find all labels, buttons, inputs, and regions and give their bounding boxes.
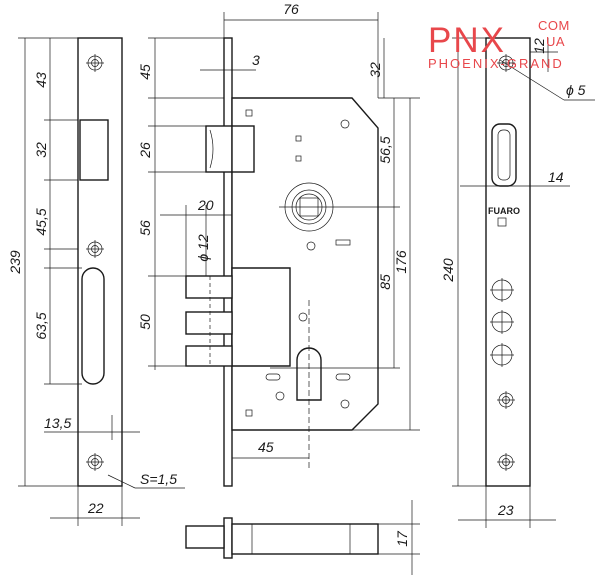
dim-latch-top: 45: [137, 64, 153, 80]
right-screw-bottom-icon: [497, 453, 515, 471]
body-faceplate: [223, 37, 233, 487]
bolt-1: [185, 275, 233, 299]
dim-left-thickness: S=1,5: [140, 471, 177, 487]
dim-left-seg4: 63,5: [33, 312, 49, 339]
spindle-hub-icon: [279, 182, 400, 232]
dim-spindle-offset: 56,5: [377, 136, 393, 163]
dim-bolt-offset: 56: [137, 220, 153, 236]
dim-body-width: 76: [283, 1, 299, 17]
right-faceplate-outline: [485, 37, 531, 487]
left-bolt-slot: [81, 267, 105, 385]
dim-latch-height: 26: [137, 142, 153, 159]
dim-left-seg1: 43: [33, 72, 49, 88]
bottom-bolt: [185, 525, 225, 549]
brand-tagline: PHOENIX-GRAND: [428, 56, 564, 71]
dim-case-height: 176: [393, 250, 409, 274]
product-mark: FUARO: [488, 206, 520, 216]
dim-left-seg2: 32: [33, 142, 49, 158]
dim-spindle-cylinder: 85: [377, 274, 393, 290]
dim-left-width: 22: [87, 500, 104, 516]
lock-body: [185, 37, 400, 487]
brand-top: COM: [538, 18, 570, 33]
right-bolt-hole-3-icon: [490, 343, 514, 367]
right-bolt-hole-1-icon: [490, 278, 514, 302]
left-faceplate-outline: [77, 37, 123, 487]
right-faceplate: FUARO: [485, 37, 531, 487]
dim-right-total: 240: [440, 258, 456, 283]
left-screw-top-icon: [86, 54, 104, 72]
right-dimensions: [452, 37, 595, 528]
bottom-view: [185, 500, 420, 575]
bottom-faceplate: [223, 517, 233, 559]
dim-pin-diameter: ϕ 12: [195, 234, 211, 261]
right-screw-mid-icon: [497, 391, 515, 409]
right-latch-window: [491, 123, 517, 187]
latch-housing: [231, 125, 255, 173]
left-screw-bottom-icon: [86, 453, 104, 471]
left-dimensions: [18, 37, 185, 526]
deadbolt-block: [231, 267, 291, 367]
dim-right-width: 23: [497, 502, 514, 518]
dim-right-hole: ϕ 5: [566, 82, 586, 98]
dim-left-offset: 13,5: [44, 415, 71, 431]
left-screw-middle-icon: [86, 240, 104, 258]
brand-sub: UA: [546, 34, 565, 49]
dim-plate-thickness: 3: [252, 52, 260, 68]
dim-right-top: 12: [531, 38, 547, 54]
bolt-2: [185, 311, 233, 335]
right-bolt-hole-2-icon: [490, 310, 514, 334]
body-dimensions: [148, 12, 420, 470]
dim-bolt-travel: 50: [137, 314, 153, 330]
dim-bottom-depth: 17: [394, 530, 410, 547]
right-screw-top-icon: [497, 54, 515, 72]
left-faceplate: [77, 37, 123, 487]
dim-right-strike: 14: [548, 169, 564, 185]
latch-tongue: [205, 125, 233, 173]
bolt-3: [185, 345, 233, 367]
bottom-case: [231, 523, 379, 555]
brand-logo: PNX COM UA PHOENIX-GRAND: [428, 18, 570, 71]
dim-left-total: 239: [7, 250, 23, 275]
dim-left-seg3: 45,5: [33, 208, 49, 235]
dim-top-offset: 32: [367, 62, 383, 78]
brand-main: PNX: [428, 21, 506, 60]
left-latch-window: [79, 119, 109, 181]
dim-backset: 45: [258, 439, 274, 455]
dim-bolt-width: 20: [197, 197, 214, 213]
